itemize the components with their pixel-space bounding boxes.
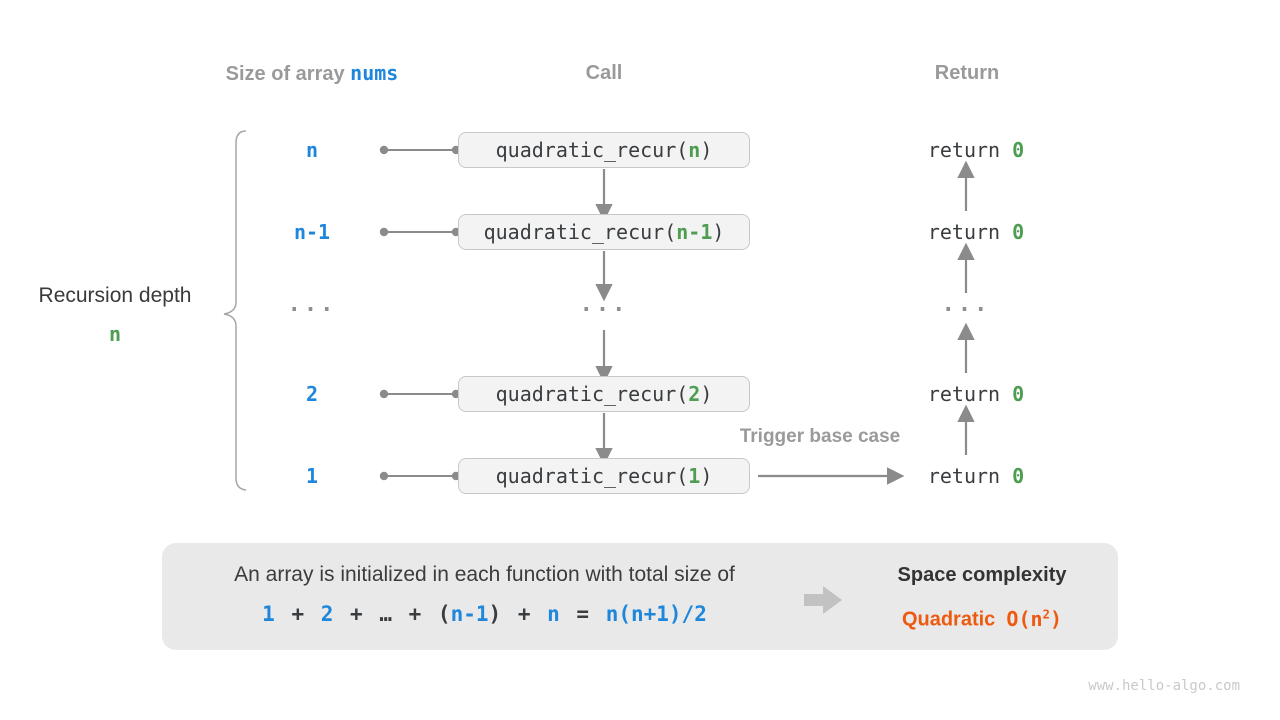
call-box-2: quadratic_recur(2)	[458, 376, 750, 412]
call-param: 1	[688, 464, 701, 488]
complexity-notation: O(n2)	[1006, 606, 1063, 631]
recursion-depth-label: Recursion depth	[38, 284, 192, 307]
header-return: Return	[934, 62, 1000, 84]
return-value: 0	[1012, 220, 1025, 244]
size-label-n-1: n-1	[293, 220, 331, 244]
space-complexity-value: Quadratic O(n2)	[842, 600, 1122, 634]
call-param: 2	[688, 382, 701, 406]
trigger-base-case-label: Trigger base case	[739, 426, 901, 447]
return-statement-n-1: return 0	[927, 220, 1025, 244]
return-ellipsis: ...	[941, 292, 991, 317]
size-label-n: n	[305, 138, 319, 162]
call-box-n-1: quadratic_recur(n-1)	[458, 214, 750, 250]
header-size-prefix: Size of array	[225, 63, 351, 85]
size-connectors	[379, 145, 461, 481]
return-statement-1: return 0	[927, 464, 1025, 488]
watermark-url: www.hello-algo.com	[1088, 678, 1240, 694]
return-value: 0	[1012, 464, 1025, 488]
call-param: n	[688, 138, 701, 162]
call-ellipsis: ...	[579, 292, 629, 317]
call-code: quadratic_recur(n)	[495, 138, 713, 162]
summary-sentence: An array is initialized in each function…	[234, 563, 735, 586]
size-label-2: 2	[305, 382, 319, 406]
return-value: 0	[1012, 382, 1025, 406]
size-label-1: 1	[305, 464, 319, 488]
call-code: quadratic_recur(n-1)	[483, 220, 725, 244]
recursion-depth-brace	[223, 130, 247, 491]
header-size: Size of array nums	[162, 60, 462, 87]
complexity-name: Quadratic	[901, 608, 996, 631]
summary-panel: An array is initialized in each function…	[162, 543, 1118, 650]
size-ellipsis: ...	[287, 292, 337, 317]
call-box-n: quadratic_recur(n)	[458, 132, 750, 168]
call-param: n-1	[676, 220, 713, 244]
space-complexity-title: Space complexity	[897, 564, 1067, 586]
call-code: quadratic_recur(2)	[495, 382, 713, 406]
return-statement-n: return 0	[927, 138, 1025, 162]
summary-formula: 1 + 2 + … + (n-1) + n = n(n+1)/2	[262, 602, 707, 626]
call-code: quadratic_recur(1)	[495, 464, 713, 488]
recursion-depth-value: n	[108, 322, 122, 346]
return-statement-2: return 0	[927, 382, 1025, 406]
call-box-1: quadratic_recur(1)	[458, 458, 750, 494]
return-value: 0	[1012, 138, 1025, 162]
header-call: Call	[585, 62, 623, 84]
header-size-code: nums	[350, 61, 399, 85]
